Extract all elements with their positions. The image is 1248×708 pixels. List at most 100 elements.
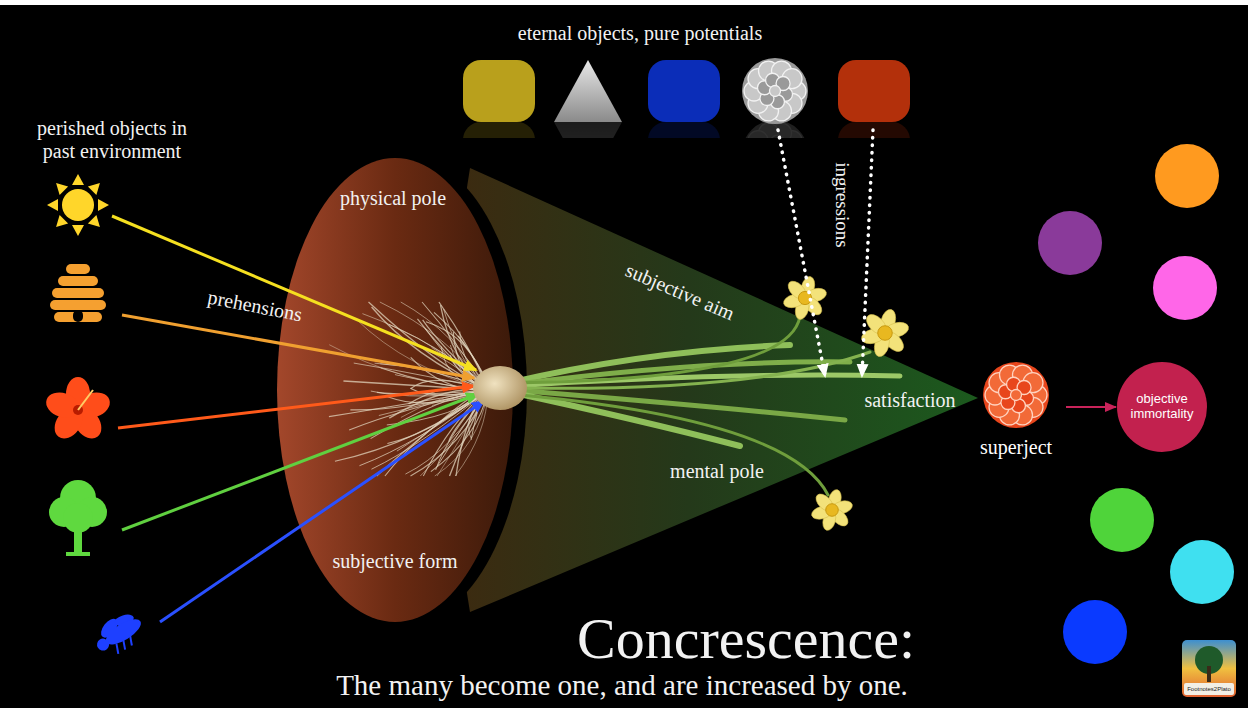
hive-door — [73, 310, 83, 322]
tree-base — [66, 552, 90, 556]
occasion-dot — [1090, 488, 1154, 552]
prehension-arrow — [122, 394, 478, 530]
prehension-arrows — [112, 216, 484, 622]
sun-ray — [52, 179, 68, 195]
bee-leg — [113, 643, 122, 654]
past-objects — [43, 174, 149, 661]
reflection — [463, 122, 910, 138]
reflection-row — [463, 122, 910, 138]
logo — [1182, 640, 1236, 697]
sun-ray — [72, 174, 84, 185]
hibiscus-petal — [43, 388, 83, 421]
leaf — [510, 316, 800, 383]
leaf — [510, 392, 740, 446]
text-label: ingressions — [831, 162, 853, 248]
logo-strip — [1184, 683, 1234, 695]
leaf — [514, 352, 870, 388]
eternal-square — [838, 60, 910, 122]
daffodil — [810, 488, 854, 532]
petal — [748, 131, 768, 138]
daffodil — [782, 275, 828, 321]
text-label: eternal objects, pure potentials — [518, 22, 762, 45]
bulb — [473, 366, 527, 410]
occasion-dot — [1063, 600, 1127, 664]
ingression-line — [862, 130, 873, 376]
text-label: perished objects in past environment — [26, 117, 198, 163]
bee-head — [95, 636, 112, 653]
eternal-row — [463, 58, 910, 124]
new-occasions — [1038, 144, 1234, 664]
top-strip — [0, 0, 1248, 5]
ingression-line — [778, 130, 825, 376]
sun-ray — [52, 215, 68, 231]
daffodil — [860, 308, 910, 358]
bee-leg — [127, 635, 136, 646]
connector-arrow — [1066, 406, 1116, 408]
node-label: objective immortality — [1126, 392, 1198, 422]
sun-ray — [72, 225, 84, 236]
flower-disc — [742, 122, 808, 138]
root — [410, 390, 488, 476]
occasion-dot — [1153, 256, 1217, 320]
occasion-dot — [1038, 211, 1102, 275]
tree-trunk — [74, 526, 82, 554]
ingression-lines — [778, 130, 873, 376]
root — [349, 390, 488, 430]
circle-node: objective immortality — [1117, 362, 1207, 452]
superject-icon — [979, 358, 1053, 432]
leaves — [508, 316, 900, 495]
sun-ray — [88, 179, 104, 195]
text-label: physical pole — [340, 187, 446, 210]
sun-icon — [47, 174, 109, 236]
sun-disc — [62, 189, 94, 221]
root — [389, 324, 488, 390]
text-label: mental pole — [670, 460, 764, 483]
occasion-dot — [1170, 540, 1234, 604]
eternal-flower — [742, 122, 808, 138]
hive-ring — [58, 276, 98, 286]
leaf — [520, 395, 828, 495]
hibiscus-stamen — [78, 390, 93, 410]
cup — [878, 326, 893, 341]
hibiscus-icon — [43, 377, 113, 444]
hive-ring — [50, 300, 106, 310]
petal — [770, 135, 784, 138]
icon-node: superject — [968, 358, 1064, 459]
eternal-triangle — [554, 122, 622, 138]
flower-disc — [742, 58, 808, 124]
superject-flower — [983, 362, 1049, 428]
concrescence-cone — [451, 168, 978, 612]
flower-disc — [983, 362, 1049, 428]
text-label: subjective aim — [622, 259, 738, 326]
eternal-square — [648, 122, 720, 138]
hive-ring — [52, 288, 104, 298]
root — [356, 319, 488, 390]
text-label: subjective form — [333, 550, 458, 573]
eternal-triangle — [554, 60, 622, 122]
root — [401, 302, 488, 390]
eternal-square — [463, 60, 535, 122]
roots — [329, 302, 489, 476]
cup — [826, 504, 839, 517]
sun-ray — [47, 199, 58, 211]
sun-ray — [88, 215, 104, 231]
tree-icon — [49, 480, 107, 556]
bee-icon — [87, 604, 148, 661]
logo-trunk — [1207, 666, 1211, 682]
logo-tile — [1182, 640, 1236, 697]
diagram-caption: The many become one, and are increased b… — [336, 670, 908, 702]
eternal-flower — [742, 58, 808, 124]
eternal-square — [463, 122, 535, 138]
occasion-dot — [1155, 144, 1219, 208]
node-heading: superject — [980, 436, 1052, 459]
text-label: Footnotes2Plato — [1187, 686, 1231, 692]
text-label: prehensions — [206, 286, 304, 327]
prehension-arrow — [160, 401, 484, 622]
prehension-arrow — [118, 386, 474, 428]
hive-ring — [66, 264, 90, 274]
diagram-title: Concrescence: — [577, 610, 915, 668]
flower-centre — [770, 86, 781, 97]
flower-centre — [1011, 390, 1022, 401]
